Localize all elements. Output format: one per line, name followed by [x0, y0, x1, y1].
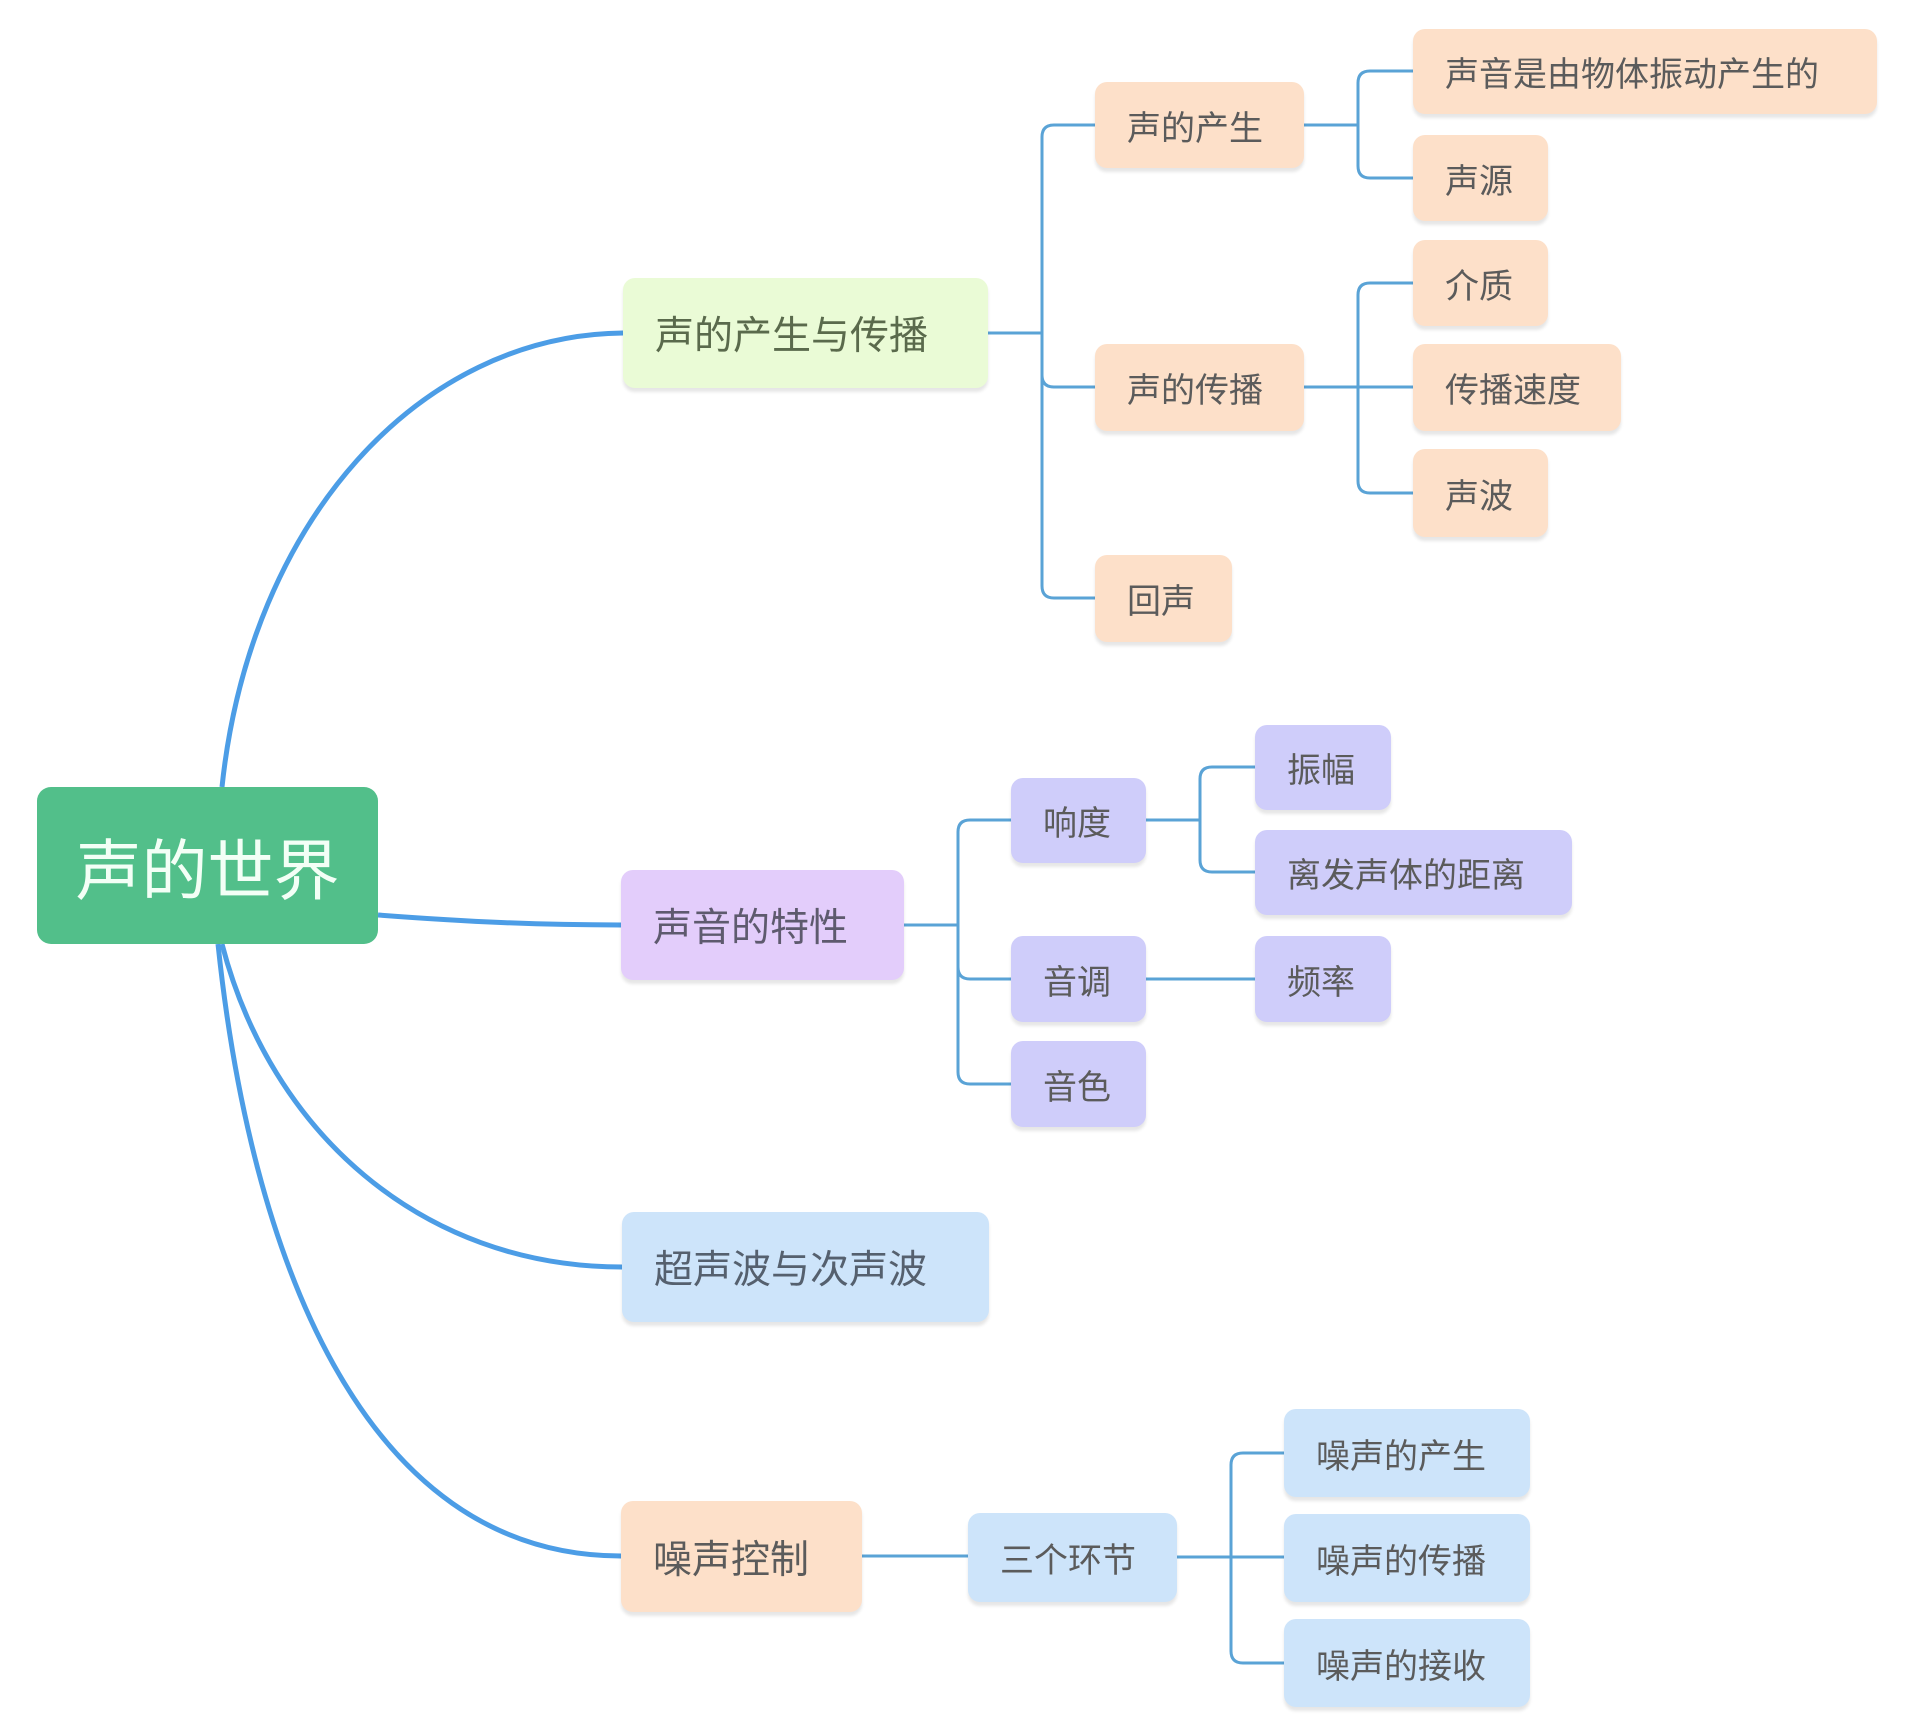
- root-label: 声的世界: [75, 832, 340, 910]
- link-loudness-children: [1198, 765, 1255, 874]
- node-propagation-speed[interactable]: 传播速度: [1413, 344, 1621, 431]
- node-label: 音调: [1043, 962, 1111, 1003]
- root-node[interactable]: 声的世界: [37, 787, 378, 944]
- branch-label: 声的产生与传播: [655, 314, 929, 359]
- node-distance-from-source[interactable]: 离发声体的距离: [1255, 830, 1572, 915]
- link-root-to-noise-control: [215, 943, 622, 1559]
- node-sound-source[interactable]: 声源: [1413, 135, 1548, 221]
- link-b2-children: [956, 818, 1011, 1086]
- node-label: 介质: [1445, 266, 1513, 307]
- node-label: 声的传播: [1127, 371, 1263, 411]
- node-three-stages[interactable]: 三个环节: [968, 1513, 1177, 1602]
- node-label: 噪声的产生: [1316, 1436, 1486, 1477]
- node-medium[interactable]: 介质: [1413, 240, 1548, 326]
- node-label: 响度: [1043, 804, 1111, 844]
- branch-sound-production-propagation[interactable]: 声的产生与传播: [623, 278, 988, 388]
- node-label: 离发声体的距离: [1287, 856, 1525, 896]
- node-sound-propagation[interactable]: 声的传播: [1095, 344, 1304, 431]
- node-label: 三个环节: [1000, 1541, 1136, 1581]
- link-b2-to-pitch: [956, 966, 1011, 981]
- node-sound-wave[interactable]: 声波: [1413, 449, 1548, 537]
- node-frequency[interactable]: 频率: [1255, 936, 1391, 1022]
- link-three-stages-children: [1229, 1451, 1284, 1665]
- node-label: 频率: [1287, 962, 1355, 1003]
- branch-label: 声音的特性: [653, 906, 849, 951]
- link-root-to-sound-production-propagation: [219, 330, 624, 788]
- node-label: 回声: [1127, 582, 1195, 622]
- link-root-to-ultrasound-infrasound: [219, 943, 623, 1270]
- branch-sound-characteristics[interactable]: 声音的特性: [621, 870, 904, 980]
- link-b1-to-production: [1040, 123, 1095, 600]
- branch-noise-control[interactable]: 噪声控制: [621, 1501, 862, 1612]
- node-pitch[interactable]: 音调: [1011, 936, 1146, 1022]
- node-loudness[interactable]: 响度: [1011, 778, 1146, 863]
- node-sound-production[interactable]: 声的产生: [1095, 82, 1304, 168]
- node-label: 传播速度: [1445, 371, 1581, 411]
- node-label: 声波: [1445, 476, 1513, 517]
- node-noise-transmission[interactable]: 噪声的传播: [1284, 1514, 1530, 1602]
- node-label: 噪声的接收: [1316, 1646, 1486, 1687]
- node-vibration-produces-sound[interactable]: 声音是由物体振动产生的: [1413, 29, 1877, 114]
- node-label: 声的产生: [1127, 108, 1263, 149]
- link-b1-to-propagation: [1040, 374, 1095, 389]
- node-label: 噪声的传播: [1316, 1541, 1486, 1582]
- branch-ultrasound-infrasound[interactable]: 超声波与次声波: [622, 1212, 989, 1322]
- branch-label: 噪声控制: [653, 1537, 810, 1583]
- node-noise-reception[interactable]: 噪声的接收: [1284, 1619, 1530, 1707]
- node-label: 振幅: [1287, 751, 1355, 791]
- branch-label: 超声波与次声波: [654, 1248, 928, 1293]
- node-timbre[interactable]: 音色: [1011, 1041, 1146, 1127]
- node-amplitude[interactable]: 振幅: [1255, 725, 1391, 810]
- node-label: 声源: [1445, 161, 1513, 202]
- link-production-children: [1356, 69, 1413, 180]
- node-noise-generation[interactable]: 噪声的产生: [1284, 1409, 1530, 1497]
- node-label: 声音是由物体振动产生的: [1445, 55, 1819, 95]
- node-label: 音色: [1043, 1067, 1111, 1108]
- link-root-to-sound-characteristics: [377, 912, 622, 928]
- node-echo[interactable]: 回声: [1095, 555, 1232, 642]
